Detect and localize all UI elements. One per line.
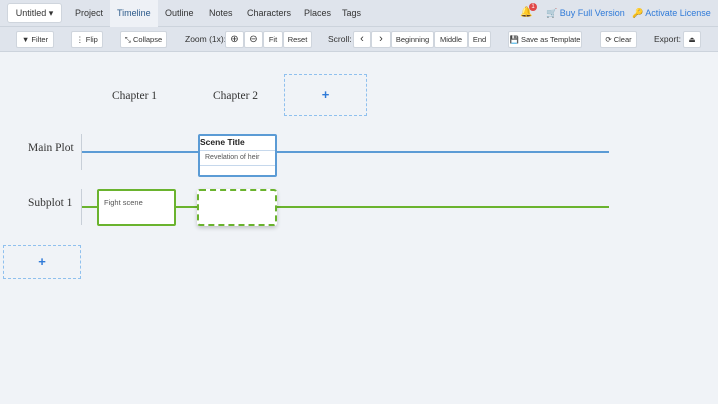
- chapter-1-heading[interactable]: Chapter 1: [112, 90, 158, 102]
- add-plotline-button[interactable]: +: [3, 245, 81, 279]
- tab-outline[interactable]: Outline: [165, 8, 194, 18]
- middle-button[interactable]: Middle: [434, 31, 468, 48]
- export-button[interactable]: ⏏: [683, 31, 701, 48]
- zoom-label: Zoom (1x):: [185, 34, 227, 44]
- tab-project[interactable]: Project: [75, 8, 104, 18]
- activate-license-link[interactable]: 🔑 Activate License: [632, 8, 711, 18]
- collapse-button[interactable]: ⤡ Collapse: [120, 31, 167, 48]
- tab-timeline[interactable]: Timeline: [110, 0, 158, 27]
- zoom-in-button[interactable]: ⊕: [225, 31, 244, 48]
- add-chapter-button[interactable]: +: [284, 74, 367, 116]
- divider: [81, 189, 82, 225]
- scroll-label: Scroll:: [328, 34, 352, 44]
- buy-full-version-link[interactable]: 🛒 Buy Full Version: [546, 8, 625, 18]
- filter-button[interactable]: ▼ Filter: [16, 31, 54, 48]
- scene-card[interactable]: Scene Title Revelation of heir: [198, 134, 277, 177]
- scroll-right-button[interactable]: ›: [371, 31, 391, 48]
- plot-subplot-1-label[interactable]: Subplot 1: [28, 197, 73, 209]
- scene-title[interactable]: Scene Title: [200, 137, 245, 147]
- export-label: Export:: [654, 34, 681, 44]
- tab-places[interactable]: Places: [304, 8, 332, 18]
- tab-tags[interactable]: Tags: [342, 8, 362, 18]
- zoom-out-button[interactable]: ⊖: [244, 31, 263, 48]
- scene-description[interactable]: Revelation of heir: [200, 150, 275, 166]
- divider: [81, 134, 82, 170]
- plot-main-plot-label[interactable]: Main Plot: [28, 142, 74, 154]
- save-as-template-button[interactable]: 💾 Save as Template: [508, 31, 582, 48]
- end-button[interactable]: End: [468, 31, 491, 48]
- toolbar: ▼ Filter ⋮ Flip ⤡ Collapse Zoom (1x): ⊕ …: [0, 27, 718, 52]
- new-scene-placeholder[interactable]: [197, 189, 277, 226]
- chapter-2-heading[interactable]: Chapter 2: [213, 90, 259, 102]
- scroll-left-button[interactable]: ‹: [353, 31, 371, 48]
- main-plot-line: [82, 151, 609, 153]
- fit-button[interactable]: Fit: [263, 31, 283, 48]
- reset-button[interactable]: Reset: [283, 31, 312, 48]
- tab-characters[interactable]: Characters: [247, 8, 292, 18]
- bell-icon[interactable]: 🔔: [520, 7, 533, 18]
- fight-scene-card[interactable]: Fight scene: [97, 189, 176, 226]
- top-nav: Untitled ▾ Project Timeline Outline Note…: [0, 0, 718, 27]
- flip-button[interactable]: ⋮ Flip: [71, 31, 103, 48]
- clear-button[interactable]: ⟳ Clear: [600, 31, 637, 48]
- document-dropdown[interactable]: Untitled ▾: [7, 3, 62, 23]
- notification-badge: 1: [529, 3, 537, 11]
- beginning-button[interactable]: Beginning: [391, 31, 434, 48]
- tab-notes[interactable]: Notes: [209, 8, 233, 18]
- subplot-1-line: [82, 206, 609, 208]
